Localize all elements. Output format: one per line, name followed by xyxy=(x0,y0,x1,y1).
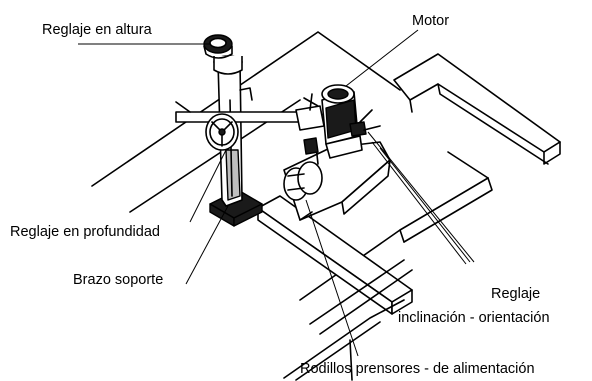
depth-handwheel xyxy=(205,113,239,151)
machine-table xyxy=(91,31,493,301)
fence xyxy=(393,53,561,165)
label-height-adjust: Reglaje en altura xyxy=(42,22,153,38)
column-base xyxy=(209,189,263,227)
label-tilt-adjust-line2: inclinación - orientación xyxy=(398,310,550,326)
feed-rollers xyxy=(283,137,323,201)
workpiece xyxy=(257,195,413,315)
label-feed-rollers: Rodillos prensores - de alimentación xyxy=(300,361,535,377)
label-tilt-adjust-line1: Reglaje xyxy=(491,286,540,302)
label-depth-adjust: Reglaje en profundidad xyxy=(10,224,160,240)
height-handwheel xyxy=(203,34,233,59)
label-support-arm: Brazo soporte xyxy=(73,272,163,288)
label-motor: Motor xyxy=(412,13,449,29)
cross-arm xyxy=(175,101,325,131)
bed-rails xyxy=(283,259,413,381)
tilt-knobs xyxy=(349,109,381,137)
leader-lines xyxy=(78,29,475,357)
